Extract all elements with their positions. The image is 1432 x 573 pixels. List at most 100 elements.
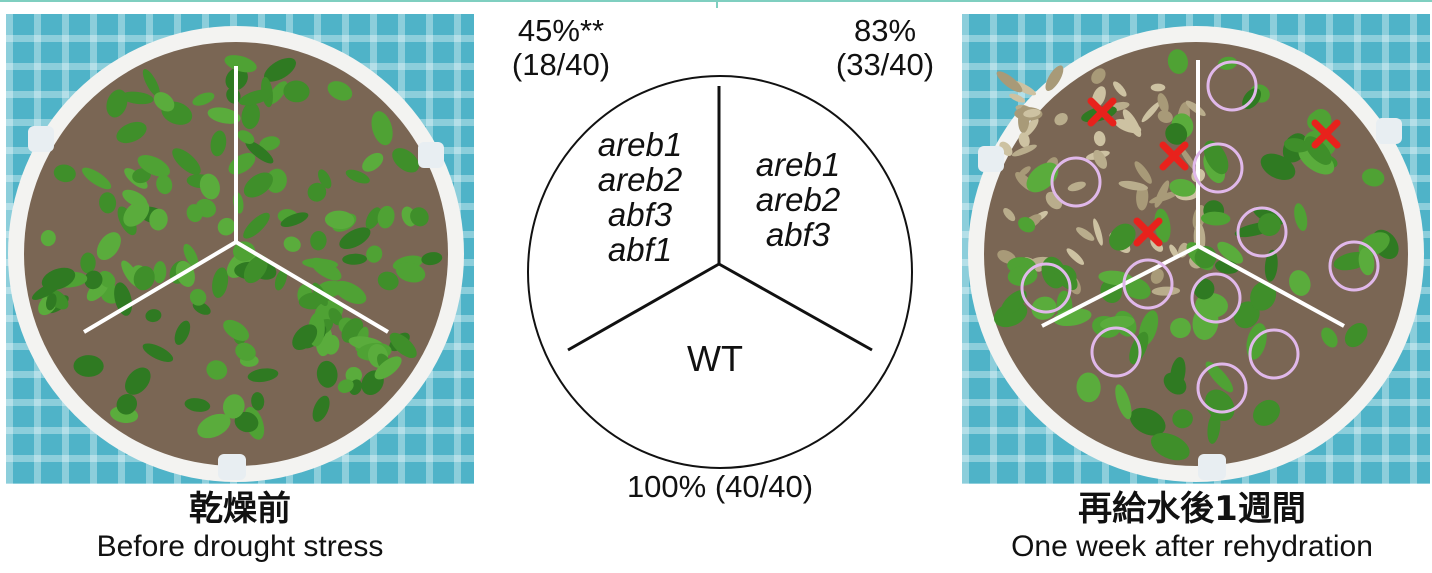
leaf [283,80,310,103]
leaf [280,212,309,227]
plant-pot-after [968,26,1424,482]
leaf [1358,247,1375,276]
leaf [245,140,274,164]
leaf [1115,384,1132,420]
leaf [145,309,162,323]
pot-clip [1198,454,1226,480]
dried-leaf [1091,68,1106,84]
leaf [1000,290,1027,316]
survived-plant-markers [1020,60,1380,414]
leaf [210,130,227,157]
leaf [217,217,236,236]
photo-after-rehydration [962,14,1430,484]
leaf [73,355,104,377]
leaf [241,102,260,130]
survived-circle-marker [1196,362,1248,414]
leaf [1053,308,1092,327]
leaf [1100,315,1135,330]
dried-leaf [1093,131,1106,147]
plant-pot-before [8,26,464,482]
caption-japanese: 再給水後1週間 [1078,489,1306,529]
leaf [1260,153,1296,180]
dried-leaf [1022,118,1039,137]
dried-leaf [1185,100,1206,117]
leaf [212,267,229,298]
dried-leaf [1003,208,1016,222]
leaf [153,261,167,284]
leaf [339,227,371,250]
leaf [207,107,241,124]
leaf [133,266,155,291]
leaf [183,243,199,268]
leaf [53,164,76,183]
caption-english: Before drought stress [96,530,384,563]
leaf [377,205,395,229]
leaf [1167,49,1188,74]
leaf [1321,327,1338,348]
pot-clip [978,146,1004,172]
dead-cross-marker [1087,97,1117,127]
leaf [374,356,402,380]
leaf [237,130,255,144]
leaf [222,394,245,419]
sector-triple-survival: 83% (33/40) [820,14,950,82]
leaf [153,92,175,112]
leaf [132,168,151,184]
dried-leaf [1093,218,1103,246]
leaf [259,136,281,151]
leaf [318,169,332,189]
leaf [1304,136,1332,165]
leaf [1109,223,1136,251]
dried-leaf [1141,101,1161,123]
leaf [206,360,228,380]
gene-label: abf3 [765,216,831,253]
survived-circle-marker [1122,258,1174,310]
leaf [172,148,201,175]
survived-circle-marker [1236,206,1288,258]
leaf [116,394,138,415]
leaf [84,270,103,290]
leaf [342,253,367,265]
leaf [149,208,168,231]
leaf [1026,162,1059,193]
leaf [1233,301,1260,329]
leaf [251,392,265,411]
genotype-sector-diagram [527,75,913,469]
cross-stroke [1159,141,1189,171]
dried-leaf [996,71,1023,93]
dried-leaf [1154,180,1170,208]
gene-label: abf3 [607,196,673,233]
dried-leaf [1011,144,1037,157]
leaf [1257,213,1281,237]
leaf [324,210,355,230]
leaf [81,167,112,190]
leaf [1129,407,1166,436]
gene-label: areb2 [755,181,841,218]
dried-leaf [1076,227,1095,241]
leaf [238,89,273,106]
leaf [1170,317,1191,339]
leaf [337,379,354,393]
cross-stroke [1133,217,1163,247]
leaf [233,241,256,262]
dried-leaf [1134,161,1152,184]
survived-circle-marker [1328,240,1380,292]
survived-circle-marker [1020,262,1072,314]
pot-outline [527,75,913,469]
leaf [1207,411,1221,444]
leaf [1018,217,1036,233]
leaves [31,55,443,440]
leaf [1284,138,1310,153]
leaf [247,368,279,383]
leaf [186,204,203,223]
leaf [192,92,215,106]
dried-leaf [1157,110,1173,124]
leaf [389,332,417,359]
leaf [345,169,370,184]
survived-circle-marker [1206,60,1258,112]
leaf [116,121,147,144]
leaf [189,288,207,306]
dried-leaf [1157,93,1169,113]
leaf [122,189,148,208]
leaf [184,398,211,412]
